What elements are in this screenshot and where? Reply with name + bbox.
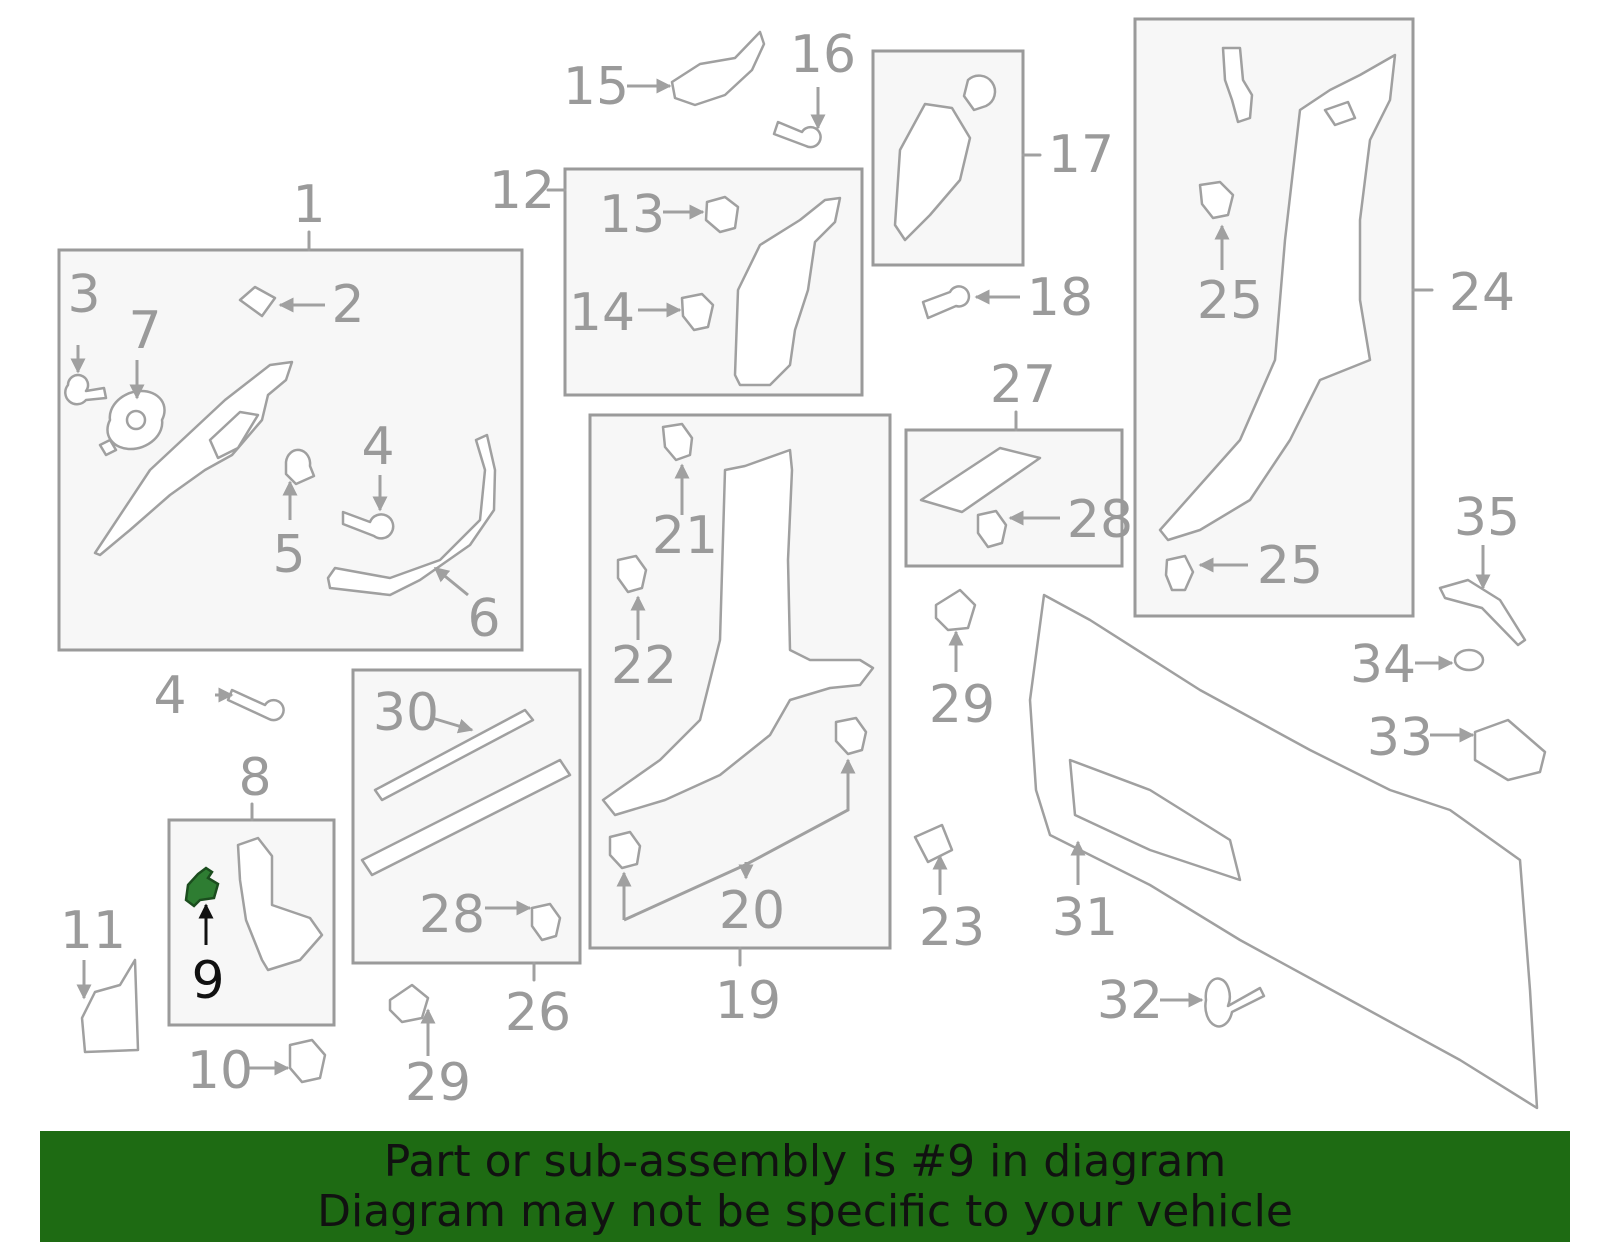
- label-4: 4: [361, 417, 394, 477]
- part-12-trim: [733, 196, 842, 387]
- label-9: 9: [191, 951, 224, 1011]
- label-16: 16: [790, 25, 856, 85]
- label-28-right: 28: [1067, 490, 1133, 550]
- part-19-pillar: [601, 448, 875, 817]
- label-25-top: 25: [1197, 271, 1263, 331]
- part-7-center: [125, 409, 147, 431]
- label-29-bottom: 29: [405, 1053, 471, 1113]
- label-18: 18: [1027, 268, 1093, 328]
- part-24-pillar: [1158, 53, 1397, 542]
- part-25-clip-mid: [1198, 180, 1235, 220]
- part-4-screw: [341, 510, 395, 540]
- part-30-strip: [373, 708, 535, 802]
- part-28-clip-top: [976, 509, 1008, 549]
- part-4-screw-bottom: [226, 688, 285, 722]
- part-14-clip: [680, 292, 715, 332]
- label-31: 31: [1052, 888, 1118, 948]
- part-27-pad: [919, 446, 1042, 514]
- label-19: 19: [715, 971, 781, 1031]
- label-27: 27: [990, 355, 1056, 415]
- part-13-clip: [704, 195, 740, 234]
- label-14: 14: [569, 283, 635, 343]
- part-3-screw: [64, 373, 108, 406]
- part-34-nut: [1453, 648, 1485, 672]
- label-7: 7: [128, 301, 161, 361]
- label-1: 1: [292, 175, 325, 235]
- part-9-highlighted: [184, 866, 220, 908]
- label-4-bottom: 4: [153, 666, 186, 726]
- label-15: 15: [563, 57, 629, 117]
- label-25-bottom: 25: [1257, 536, 1323, 596]
- part-26-sill: [360, 758, 572, 877]
- label-29-right: 29: [929, 675, 995, 735]
- part-20-clip-right: [834, 716, 868, 756]
- part-20-clip-left: [608, 830, 642, 870]
- group-box-1: [57, 248, 524, 652]
- label-26: 26: [505, 983, 571, 1043]
- label-11: 11: [60, 901, 126, 961]
- part-5-grommet: [284, 448, 316, 486]
- label-24: 24: [1449, 263, 1515, 323]
- part-25-clip-bottom: [1164, 554, 1195, 592]
- part-2-clip: [238, 285, 277, 318]
- part-31-detail: [1068, 758, 1242, 882]
- label-33: 33: [1367, 708, 1433, 768]
- label-20: 20: [719, 881, 785, 941]
- part-8-trim: [236, 836, 324, 972]
- label-30: 30: [373, 683, 439, 743]
- part-6-rail: [326, 433, 497, 597]
- label-6: 6: [467, 589, 500, 649]
- part-22-clip: [616, 554, 648, 594]
- part-17-cap: [962, 74, 997, 112]
- part-21-clip: [661, 422, 694, 462]
- label-28-bottom: 28: [419, 885, 485, 945]
- label-35: 35: [1454, 488, 1520, 548]
- info-banner: Part or sub-assembly is #9 in diagram Di…: [40, 1131, 1570, 1242]
- part-16-screw: [772, 120, 822, 149]
- part-28-clip-bottom: [530, 902, 562, 942]
- label-5: 5: [272, 525, 305, 585]
- label-3: 3: [67, 265, 100, 325]
- label-22: 22: [611, 636, 677, 696]
- part-11-panel: [80, 958, 140, 1054]
- label-2: 2: [331, 275, 364, 335]
- label-12: 12: [489, 161, 555, 221]
- part-31-dash-panel: [1028, 593, 1539, 1110]
- part-32-bolt: [1204, 977, 1266, 1028]
- label-34: 34: [1350, 635, 1416, 695]
- banner-line-1: Part or sub-assembly is #9 in diagram: [383, 1136, 1227, 1187]
- label-21: 21: [652, 506, 718, 566]
- label-10: 10: [187, 1041, 253, 1101]
- part-23-clip: [913, 823, 954, 864]
- label-8: 8: [238, 748, 271, 808]
- label-17: 17: [1048, 125, 1114, 185]
- label-13: 13: [599, 185, 665, 245]
- part-33-block: [1473, 718, 1547, 782]
- label-23: 23: [919, 898, 985, 958]
- part-1-pillar-inner: [208, 410, 260, 460]
- part-15-bracket: [670, 30, 766, 107]
- part-1-pillar-trim: [93, 360, 294, 557]
- part-25-clip-top: [1221, 46, 1254, 124]
- part-18-screw: [921, 285, 971, 320]
- part-24-hole: [1323, 100, 1357, 127]
- part-29-clip-bottom: [388, 983, 430, 1024]
- banner-line-2: Diagram may not be specific to your vehi…: [317, 1186, 1293, 1237]
- part-35-bracket: [1438, 578, 1527, 647]
- part-17-handle: [893, 102, 972, 242]
- part-10-clip: [288, 1038, 327, 1084]
- label-32: 32: [1097, 971, 1163, 1031]
- part-29-clip-right: [934, 588, 977, 632]
